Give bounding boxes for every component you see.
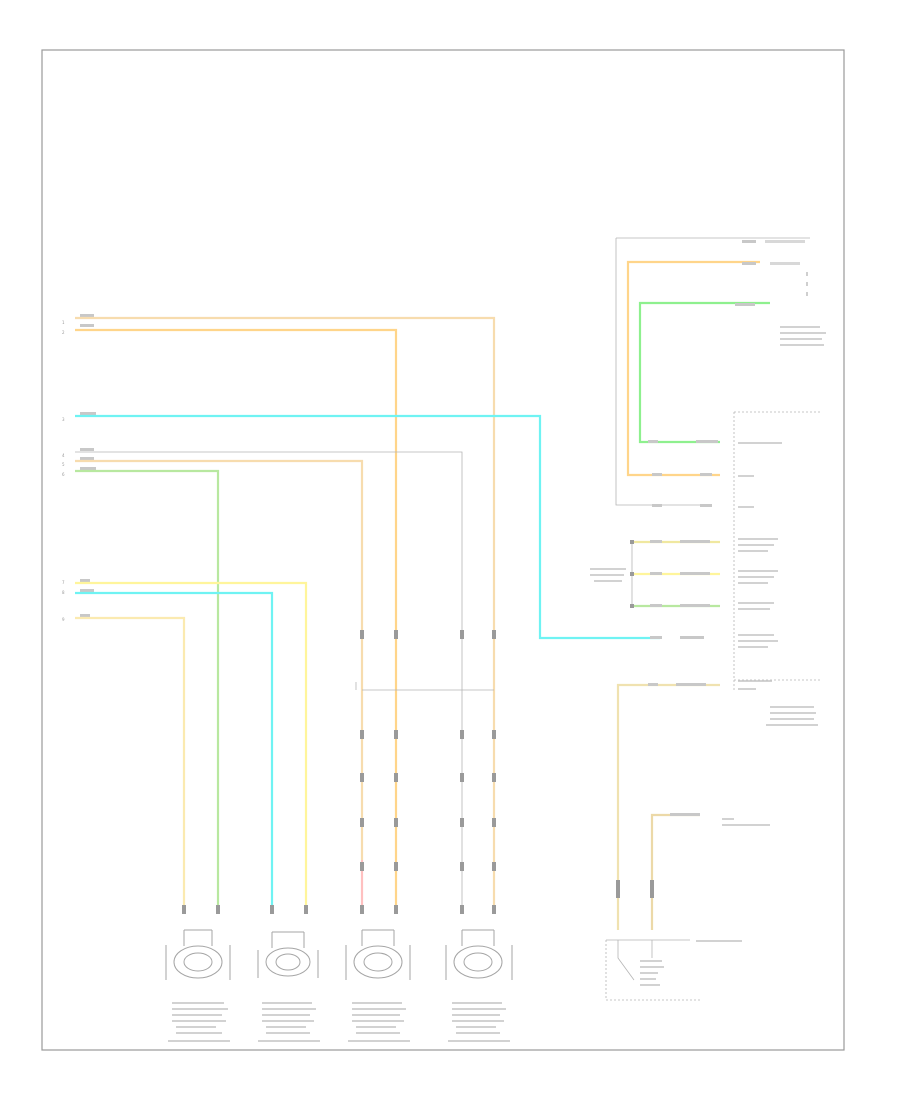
pin-label: 1 [62,320,65,325]
pin-label: 8 [62,590,65,595]
wire-tag [652,504,662,507]
wire-tag [676,683,706,686]
vertical-dots [806,272,808,296]
wheel-sensor-icon [165,929,231,980]
pin-label: 3 [62,417,65,422]
wire-tag [700,473,712,476]
diagram-frame [41,49,845,1051]
wire-tag [80,457,94,460]
wire-tag [650,540,662,543]
wire-tag [652,473,662,476]
wire-tag [742,240,756,243]
pin-caption [738,442,782,444]
wheel-sensor-icon [257,931,319,978]
connector-row [360,818,496,827]
wire-tag [80,467,96,470]
lower-module-caption [738,680,818,726]
wire-yellow-2 [75,616,186,910]
wire-tag [770,262,800,265]
wire-green-2 [638,301,770,444]
wire-tag [765,240,805,243]
wire-tan-1 [75,316,496,910]
left-wire-group: 1 2 3 4 5 6 7 8 9 [62,314,96,622]
sensor-caption-lines [168,1002,510,1042]
wire-tag [742,262,756,265]
wire-orange-2 [626,260,760,477]
pin-label: 7 [62,580,65,585]
switch-contact [617,940,635,981]
wire-tag [700,504,712,507]
switch-outline [605,940,700,1001]
wire-tag [80,448,94,451]
wire-tag [680,540,710,543]
module-outline [615,238,700,506]
inline-connectors [182,630,496,914]
wire-tag [670,813,700,816]
wire-tag [80,324,94,327]
connector-row [182,905,496,914]
wire-orange-1 [75,328,398,910]
pin-label: 6 [62,472,65,477]
wire-green-1 [75,469,220,910]
sensor-group [165,929,513,1042]
wire-tan-3 [616,683,720,930]
pin-caption [738,475,754,477]
stub-caption [590,538,778,648]
right-module-group [590,237,826,1001]
control-module-outline [733,411,822,690]
pin-label: 4 [62,453,65,458]
connector-row [360,630,496,639]
connector-row [360,730,496,739]
wire-tan-2 [75,459,364,860]
connector-row [360,773,496,782]
connector-row [360,862,496,871]
wire-gray-1 [75,451,463,910]
wire-tag [680,604,710,607]
wire-cyan-2 [75,591,274,910]
wire-tag [80,314,94,317]
wheel-sensor-icon [445,929,513,980]
wire-tag [650,636,662,639]
wire-tag [650,604,662,607]
wire-tag [80,589,94,592]
module-caption [780,326,826,346]
main-wires [75,316,660,910]
wire-tag [80,579,90,582]
pin-caption [738,506,754,508]
wire-tag [648,683,658,686]
wire-tan-4 [650,813,700,930]
wire-tag [650,572,662,575]
wire-tag [80,412,96,415]
wire-cyan-1 [75,414,660,640]
wire-tag [680,636,704,639]
wire-tag [680,572,710,575]
switch-caption [722,818,770,826]
pin-label: 9 [62,617,65,622]
switch-label [640,940,742,986]
pin-label: 2 [62,330,65,335]
wire-tag [735,303,755,306]
wire-tag [80,614,90,617]
wire-yellow-1 [75,581,308,910]
pin-label: 5 [62,462,65,467]
wire-tag [696,440,718,443]
wire-tag [648,440,658,443]
wheel-sensor-icon [345,929,411,980]
